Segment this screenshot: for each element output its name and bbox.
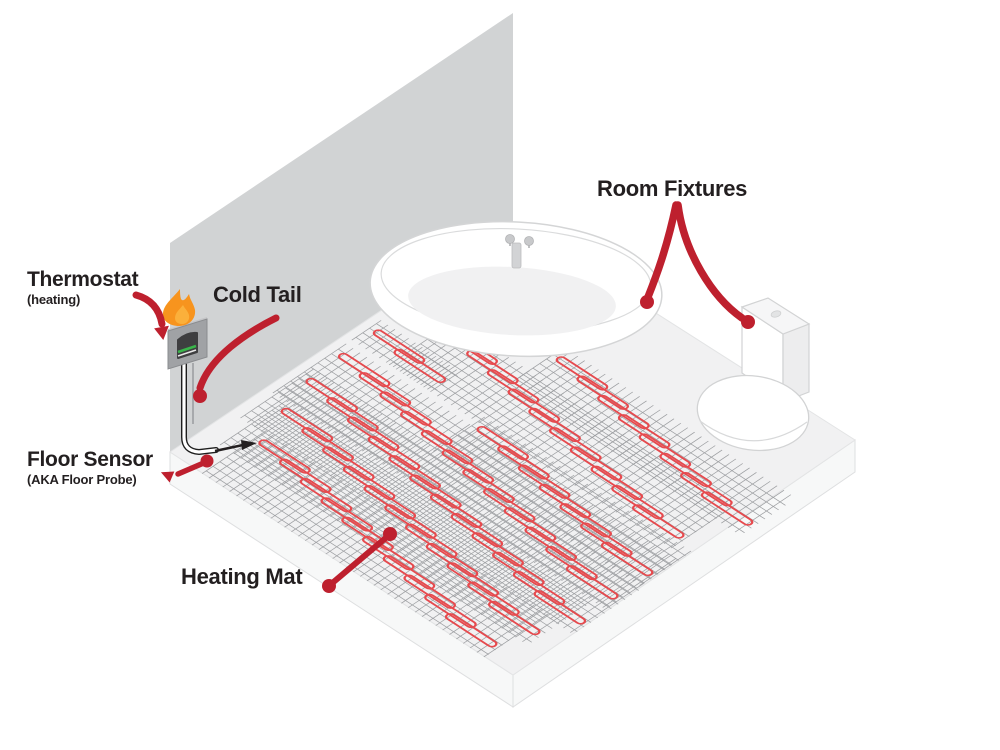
wall xyxy=(170,13,513,452)
toilet-flush-button xyxy=(770,310,782,318)
floor-sensor-label-text: Floor Sensor xyxy=(27,448,153,471)
room-fixtures-arrows xyxy=(640,201,755,329)
floor-sensor-cable xyxy=(214,440,257,453)
cold-tail-label: Cold Tail xyxy=(213,284,302,306)
floor-sensor-probe-tip xyxy=(241,440,257,450)
heating-mat-pattern xyxy=(201,320,792,658)
heating-mat-label: Heating Mat xyxy=(181,564,303,589)
floor-sensor-arrow xyxy=(160,454,214,483)
thermostat-label-sub: (heating) xyxy=(27,292,81,307)
thermostat-green-indicator xyxy=(177,344,197,354)
flame-icon xyxy=(162,289,196,326)
cold-tail-label-text: Cold Tail xyxy=(213,282,302,307)
thermostat-device xyxy=(167,317,208,370)
floor-sensor-label-sub: (AKA Floor Probe) xyxy=(27,472,137,487)
thermostat-arrow xyxy=(132,291,169,340)
bathtub-faucet xyxy=(505,234,534,269)
heating-mat-arrow xyxy=(322,527,397,593)
bathtub xyxy=(369,220,663,358)
room-fixtures-label: Room Fixtures xyxy=(597,178,747,200)
thermostat-label: Thermostat (heating) xyxy=(27,268,139,307)
toilet-bowl xyxy=(696,374,810,452)
room-fixtures-label-text: Room Fixtures xyxy=(597,176,748,201)
thermostat-label-text: Thermostat xyxy=(27,268,139,291)
heating-mat-label-text: Heating Mat xyxy=(181,564,303,589)
toilet xyxy=(696,297,811,452)
floor-sensor-label: Floor Sensor (AKA Floor Probe) xyxy=(27,449,153,486)
cold-tail-arrow xyxy=(193,314,280,403)
cold-tail-cable xyxy=(181,361,219,455)
